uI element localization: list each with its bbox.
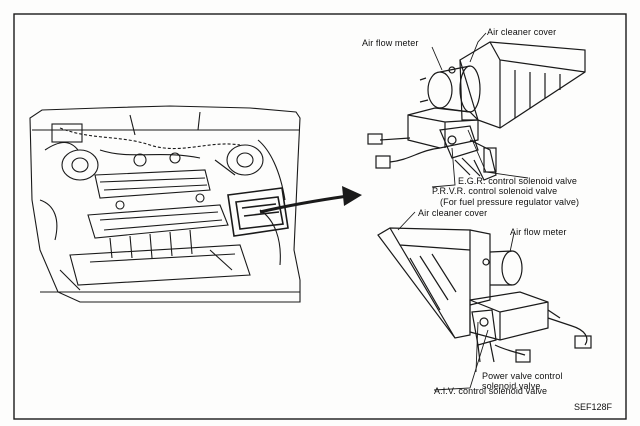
label-prvr-note: (For fuel pressure regulator valve) [440,197,580,207]
label-egr-solenoid: E.G.R. control solenoid valve [458,176,577,186]
engine-bay-overview [29,105,301,303]
leader-egr [467,129,529,179]
leader-power-valve [475,321,479,373]
pointer-arrow [259,186,362,214]
leader-air-cleaner-cover-top [469,32,487,63]
leader-air-flow-meter-bottom [509,232,515,253]
leader-air-flow-meter-top [431,46,443,71]
figure-frame [13,13,627,420]
leader-lines [397,32,529,391]
leader-air-cleaner-cover-bottom [397,211,416,231]
figure-code: SEF128F [574,402,613,412]
highlighted-component-location [227,187,289,237]
label-power-valve-line2: solenoid valve [482,381,541,391]
leader-prvr [431,147,456,188]
label-air-flow-meter-top: Air flow meter [362,38,419,48]
leader-aiv [433,329,489,391]
top-air-cleaner-assembly [367,41,586,181]
bottom-air-cleaner-assembly [377,227,592,363]
label-prvr-solenoid: P.R.V.R. control solenoid valve [432,186,558,196]
label-power-valve-line1: Power valve control [482,371,563,381]
label-aiv-solenoid: A.I.V. control solenoid valve [434,386,548,396]
label-air-cleaner-cover-bottom: Air cleaner cover [418,208,488,218]
label-air-flow-meter-bottom: Air flow meter [510,227,567,237]
label-air-cleaner-cover-top: Air cleaner cover [487,27,557,37]
